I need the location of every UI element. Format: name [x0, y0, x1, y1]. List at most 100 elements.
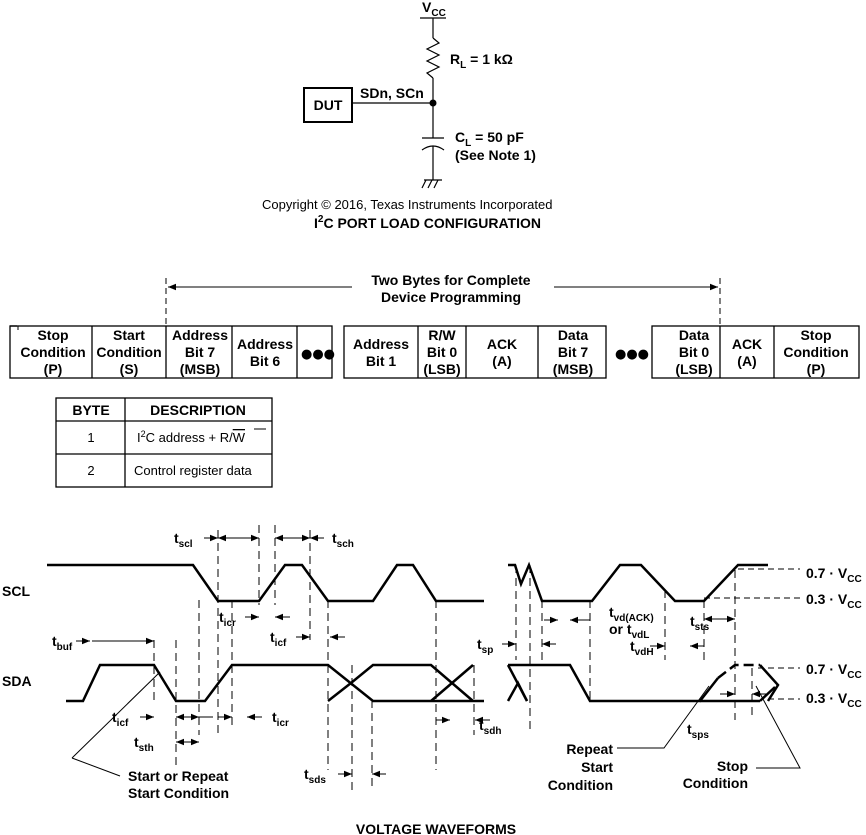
svg-text:(MSB): (MSB): [553, 361, 593, 377]
svg-text:Stop: Stop: [800, 327, 831, 343]
level-sda-high: 0.7 · VCC: [806, 661, 862, 681]
frame-cell-rw: R/W Bit 0 (LSB): [423, 327, 460, 377]
svg-text:(LSB): (LSB): [423, 361, 460, 377]
junction-dot: [429, 99, 437, 107]
svg-text:Data: Data: [558, 327, 589, 343]
frame-cell-address-bit6: Address Bit 6: [237, 336, 293, 369]
svg-text:Bit 6: Bit 6: [250, 353, 281, 369]
frame-cell-address-bit7: Address Bit 7 (MSB): [172, 327, 228, 377]
frame-cell-ack-1: ACK (A): [487, 336, 517, 369]
t-sts-label: tsts: [690, 613, 710, 633]
t-icr-scl-label: ticr: [219, 609, 236, 629]
frame-cell-data-bit0: Data Bit 0 (LSB): [675, 327, 712, 377]
load-circuit: [303, 17, 446, 189]
reference-lines: [153, 525, 753, 790]
frame-cell-stop-2: Stop Condition (P): [783, 327, 848, 377]
rl-label: RL = 1 kΩ: [450, 51, 513, 71]
t-icf-sda-label: ticf: [112, 709, 129, 729]
dut-box: [303, 87, 353, 123]
svg-text:Address: Address: [353, 336, 409, 352]
svg-text:(P): (P): [807, 361, 826, 377]
t-sds-label: tsds: [304, 766, 326, 786]
cl-note: (See Note 1): [455, 147, 536, 163]
svg-text:Condition: Condition: [20, 344, 85, 360]
table-row-2-byte: 2: [87, 463, 94, 478]
frame-cell-data-bit7: Data Bit 7 (MSB): [553, 327, 593, 377]
t-sp-label: tsp: [477, 636, 493, 656]
timing-arrows: [71, 534, 801, 778]
svg-text:(A): (A): [492, 353, 511, 369]
bracket-label-1: Two Bytes for Complete: [371, 272, 530, 288]
repeat-start-label-2: Start: [581, 759, 613, 775]
programming-bracket: [165, 278, 721, 324]
repeat-start-label-1: Repeat: [566, 741, 613, 757]
sda-right-start: [506, 680, 529, 702]
level-scl-low: 0.3 · VCC: [806, 591, 862, 611]
scl-label: SCL: [2, 583, 30, 599]
svg-text:R/W: R/W: [428, 327, 456, 343]
level-scl-high: 0.7 · VCC: [806, 565, 862, 585]
start-repeat-label-1: Start or Repeat: [128, 768, 229, 784]
table-row-1-desc: I2C address + R/W: [137, 429, 246, 445]
start-repeat-label-2: Start Condition: [128, 785, 229, 801]
scl-waveform-left: [47, 563, 484, 603]
copyright: Copyright © 2016, Texas Instruments Inco…: [262, 197, 552, 212]
cl-label: CL = 50 pF: [455, 129, 524, 149]
t-sch-label: tsch: [332, 530, 354, 550]
level-sda-low: 0.3 · VCC: [806, 690, 862, 710]
sda-waveform-left-lower: [327, 663, 474, 702]
frame-cell-stop-1: Stop Condition (P): [20, 327, 85, 377]
svg-text:ACK: ACK: [732, 336, 762, 352]
stop-label-2: Condition: [683, 775, 748, 791]
ellipsis-2: ●●●: [615, 347, 649, 362]
frame-cell-ack-2: ACK (A): [732, 336, 762, 369]
frame-cell-address-bit1: Address Bit 1: [353, 336, 409, 369]
resistor-symbol: [425, 37, 441, 79]
t-buf-label: tbuf: [52, 633, 73, 653]
frame-cells: [9, 325, 860, 379]
t-vdh-label: tvdH: [630, 638, 654, 658]
t-sth-label: tsth: [134, 734, 154, 754]
dut-label: DUT: [314, 97, 343, 113]
circuit-title: I2C PORT LOAD CONFIGURATION: [314, 214, 541, 231]
t-sdh-label: tsdh: [479, 717, 501, 737]
svg-text:Data: Data: [679, 327, 710, 343]
table-row-1-byte: 1: [87, 430, 94, 445]
bracket-label-2: Device Programming: [381, 289, 521, 305]
sda-rising-stop: [717, 663, 760, 679]
svg-text:(P): (P): [44, 361, 63, 377]
svg-text:Address: Address: [172, 327, 228, 343]
sda-waveform-left-upper: [66, 663, 484, 703]
svg-text:Address: Address: [237, 336, 293, 352]
repeat-start-label-3: Condition: [548, 777, 613, 793]
svg-text:(MSB): (MSB): [180, 361, 220, 377]
svg-text:Stop: Stop: [37, 327, 68, 343]
svg-text:ACK: ACK: [487, 336, 517, 352]
pin-label: SDn, SCn: [360, 85, 424, 101]
table-row-2-desc: Control register data: [134, 463, 253, 478]
sda-label: SDA: [2, 673, 32, 689]
t-icr-sda-label: ticr: [272, 709, 289, 729]
scl-waveform-right: [508, 561, 768, 603]
svg-text:(S): (S): [120, 361, 139, 377]
svg-text:Bit 0: Bit 0: [679, 344, 710, 360]
svg-text:Condition: Condition: [783, 344, 848, 360]
svg-text:Condition: Condition: [96, 344, 161, 360]
ellipsis-1: ●●●: [301, 347, 335, 362]
t-icf-scl-label: ticf: [270, 629, 287, 649]
svg-text:Bit 1: Bit 1: [366, 353, 397, 369]
vcc-label: VCC: [422, 0, 446, 19]
t-sps-label: tsps: [687, 721, 709, 741]
frame-cell-start: Start Condition (S): [96, 327, 161, 377]
svg-text:(A): (A): [737, 353, 756, 369]
sda-waveform-right: [508, 663, 719, 703]
table-header-description: DESCRIPTION: [150, 402, 246, 418]
svg-text:Bit 7: Bit 7: [185, 344, 216, 360]
table-header-byte: BYTE: [72, 402, 109, 418]
svg-text:Bit 7: Bit 7: [558, 344, 589, 360]
t-scl-label: tscl: [174, 530, 193, 550]
t-vdl-label: or tvdL: [609, 621, 649, 641]
svg-text:(LSB): (LSB): [675, 361, 712, 377]
stop-label-1: Stop: [717, 758, 748, 774]
